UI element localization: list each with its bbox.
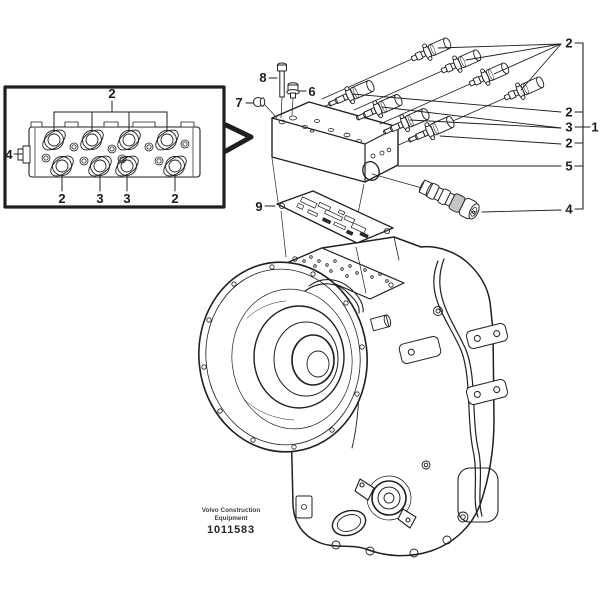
flange-bolt-holes	[201, 264, 365, 450]
callout-5-valve-block: 5	[565, 159, 572, 174]
callout-2-solenoid-right: 2	[565, 136, 572, 151]
callout-inset-top-2: 2	[108, 86, 115, 101]
callout-inset-bottom-3b: 3	[123, 191, 130, 206]
output-yoke	[354, 475, 417, 529]
gasket	[276, 190, 394, 244]
bell-housing	[198, 261, 368, 453]
inset-callout-lines	[13, 100, 176, 192]
mounting-lug	[398, 322, 509, 406]
callout-1-assembly: 1	[591, 120, 598, 135]
callout-6-screw: 6	[308, 84, 315, 99]
cartridge-axis-line	[371, 173, 423, 189]
brand-line-2: Equipment	[214, 515, 248, 522]
callout-inset-bottom-2a: 2	[58, 191, 65, 206]
case-details	[331, 306, 499, 558]
callout-9-gasket: 9	[255, 199, 262, 214]
label-dashes	[245, 77, 307, 207]
callout-inset-bottom-2b: 2	[171, 191, 178, 206]
boss-stub	[369, 314, 392, 332]
callout-inset-left-4: 4	[5, 147, 13, 162]
mounting-surface	[286, 247, 405, 300]
callout-4-cartridge: 4	[565, 202, 573, 217]
callout-inset-bottom-3a: 3	[96, 191, 103, 206]
transmission-housing	[198, 236, 509, 558]
callout-7-plug: 7	[235, 95, 242, 110]
gasket-cutouts	[296, 196, 369, 239]
brand-line-1: Volvo Construction	[202, 507, 261, 514]
side-port	[295, 495, 367, 537]
callout-leader-lines	[351, 43, 562, 213]
callout-3-solenoids-mid: 3	[565, 120, 572, 135]
figure-number: 1011583	[207, 524, 255, 536]
valve-block	[271, 101, 399, 183]
callout-8-bolt: 8	[259, 70, 266, 85]
detail-pointer-arrow	[223, 122, 254, 154]
bolt-long	[277, 62, 287, 119]
callout-2-solenoids-top: 2	[565, 36, 572, 51]
block-port	[362, 161, 380, 181]
screw-short	[286, 82, 300, 116]
plug-small	[253, 97, 278, 119]
group-bracket	[574, 42, 591, 210]
cartridge-valve	[418, 179, 480, 220]
callout-2-solenoid-left: 2	[565, 105, 572, 120]
inset-detail-box	[3, 85, 254, 209]
